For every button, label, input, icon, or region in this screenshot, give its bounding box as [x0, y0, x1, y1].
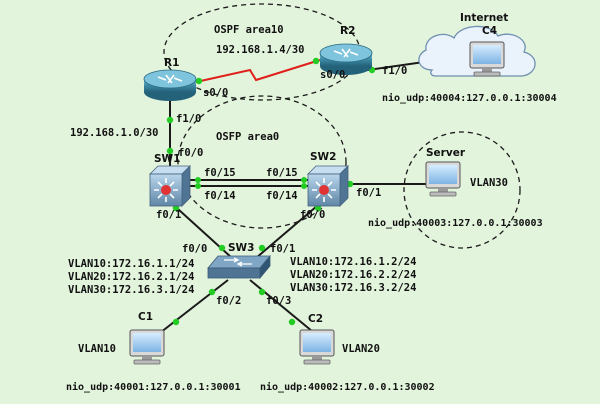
router-icon[interactable]: [319, 43, 373, 75]
pc-icon[interactable]: [299, 329, 335, 365]
sw2-port-f0-15: f0/15: [266, 167, 298, 179]
server-nio: nio_udp:40003:127.0.0.1:30003: [368, 217, 543, 229]
sw1-port-f0-15: f0/15: [204, 167, 236, 179]
sw2-port-f0-1: f0/1: [356, 187, 381, 199]
sw1-vlan10-ip: VLAN10:172.16.1.1/24: [68, 258, 194, 270]
server-name: Server: [426, 147, 466, 159]
sw3-port-f0-2: f0/2: [216, 295, 241, 307]
sw2-vlan10-ip: VLAN10:172.16.1.2/24: [290, 256, 416, 268]
sw1-port-f0-0: f0/0: [178, 147, 203, 159]
vlan30-server-boundary: [403, 131, 521, 249]
port-dot: [218, 244, 226, 252]
c1-vlan: VLAN10: [78, 343, 116, 355]
sw2-port-f0-14: f0/14: [266, 190, 298, 202]
port-indicators: [166, 57, 440, 326]
sw2-vlan30-ip: VLAN30:172.16.3.2/24: [290, 282, 416, 294]
area10-label: OSPF area10: [214, 24, 284, 36]
port-dot: [166, 116, 174, 124]
internet-name: C4: [482, 25, 497, 37]
c2-name: C2: [308, 313, 323, 325]
port-dot: [301, 177, 307, 183]
port-dot: [312, 57, 320, 65]
l3-switch-icon[interactable]: [307, 165, 349, 207]
c2-nio: nio_udp:40002:127.0.0.1:30002: [260, 381, 435, 393]
link-sw2-sw3: [255, 199, 325, 259]
links: [155, 59, 439, 337]
pc-icon[interactable]: [129, 329, 165, 365]
sw1-port-f0-1: f0/1: [156, 209, 181, 221]
sw3-name: SW3: [228, 242, 254, 254]
link-r1-r2-serial: [195, 59, 321, 83]
internet-nio: nio_udp:40004:127.0.0.1:30004: [382, 92, 557, 104]
sw1-name: SW1: [154, 153, 180, 165]
pc-icon[interactable]: [469, 41, 505, 77]
server-vlan: VLAN30: [470, 177, 508, 189]
port-dot: [208, 288, 216, 296]
port-dot: [195, 183, 201, 189]
area0-label: OSFP area0: [216, 131, 279, 143]
c1-name: C1: [138, 311, 153, 323]
r1-port-s0-0: s0/0: [203, 87, 228, 99]
sw2-name: SW2: [310, 151, 336, 163]
port-dot: [172, 318, 180, 326]
r2-port-s0-0: s0/0: [320, 69, 345, 81]
r1-sw1-subnet-label: 192.168.1.0/30: [70, 127, 159, 139]
diagram-labels: OSPF area10 192.168.1.4/30 OSFP area0 19…: [66, 12, 557, 393]
port-dot: [258, 244, 266, 252]
port-dot: [288, 318, 296, 326]
port-dot: [166, 147, 174, 155]
sw3-port-f0-3: f0/3: [266, 295, 291, 307]
ospf-area0-boundary: [177, 95, 347, 229]
port-dot: [195, 177, 201, 183]
c1-nio: nio_udp:40001:127.0.0.1:30001: [66, 381, 241, 393]
serial-subnet-label: 192.168.1.4/30: [216, 44, 305, 56]
sw3-port-f0-1: f0/1: [270, 243, 295, 255]
internet-title: Internet: [460, 12, 508, 24]
sw2-port-f0-0: f0/0: [300, 209, 325, 221]
switch-icon[interactable]: [207, 254, 271, 280]
r1-name: R1: [164, 57, 179, 69]
sw1-vlan30-ip: VLAN30:172.16.3.1/24: [68, 284, 194, 296]
link-sw3-c1: [155, 279, 229, 337]
port-dot: [195, 77, 203, 85]
pc-icon[interactable]: [425, 161, 461, 197]
l3-switch-icon[interactable]: [149, 165, 191, 207]
sw1-vlan20-ip: VLAN20:172.16.2.1/24: [68, 271, 194, 283]
r2-name: R2: [340, 25, 355, 37]
router-icon[interactable]: [143, 69, 197, 101]
r1-port-f1-0: f1/0: [176, 113, 201, 125]
sw3-port-f0-0: f0/0: [182, 243, 207, 255]
c2-vlan: VLAN20: [342, 343, 380, 355]
port-dot: [301, 183, 307, 189]
sw2-vlan20-ip: VLAN20:172.16.2.2/24: [290, 269, 416, 281]
sw1-port-f0-14: f0/14: [204, 190, 236, 202]
r2-port-f1-0: f1/0: [382, 65, 407, 77]
port-dot: [258, 288, 266, 296]
